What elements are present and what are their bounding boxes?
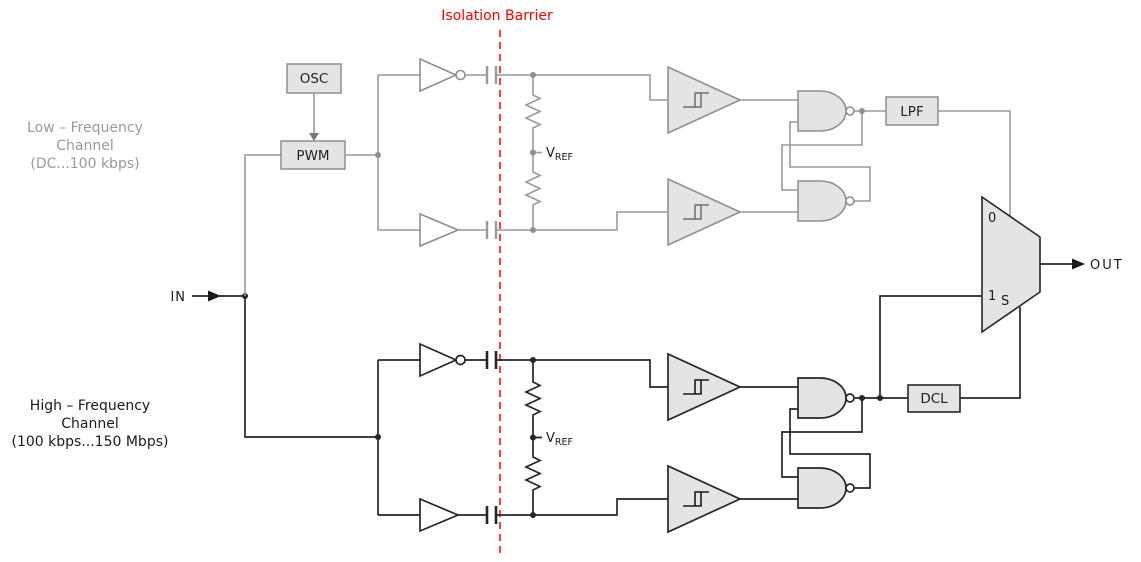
lpf-block-label: LPF: [900, 104, 923, 120]
hf-inverting-buffer: [419, 342, 459, 378]
junction-dot: [375, 434, 381, 440]
inverter-bubble-icon: [455, 354, 466, 366]
hf-schmitt-trigger-top: [667, 352, 743, 422]
hf-nand-gate-top: [797, 377, 847, 419]
mux-shape: [981, 195, 1041, 334]
hysteresis-icon: [683, 491, 709, 507]
nand-bubble-icon: [845, 196, 855, 206]
channel-captions: Low – Frequency Channel (DC...100 kbps) …: [12, 120, 169, 450]
dcl-block: [907, 384, 961, 413]
mux-select-label: S: [1001, 294, 1009, 309]
output-arrow-icon: [1072, 258, 1085, 270]
lf-buffer: [419, 212, 461, 248]
low-channel-caption-line1: Low – Frequency: [27, 120, 143, 136]
hf-buffer: [419, 497, 461, 533]
junction-dot: [530, 434, 536, 441]
inverter-bubble-icon: [455, 69, 466, 81]
lf-schmitt-trigger-bottom: [667, 177, 742, 247]
low-frequency-channel: OSC PWM VREF LPF: [244, 57, 1011, 296]
input-label: IN: [170, 290, 186, 305]
junction-dot: [530, 512, 536, 518]
junction-dot: [375, 152, 381, 158]
dcl-block-label: DCL: [920, 391, 948, 407]
lf-nand-gate-top: [797, 90, 847, 132]
lf-isolation-capacitor-icon: [485, 66, 498, 239]
hysteresis-icon: [683, 92, 709, 108]
hf-schmitt-trigger-bottom: [667, 464, 743, 534]
junction-dot: [530, 72, 536, 78]
junction-dot: [859, 395, 865, 401]
output-label: OUT: [1090, 258, 1124, 273]
low-channel-caption-line3: (DC...100 kbps): [30, 156, 139, 172]
hysteresis-icon: [683, 204, 709, 220]
lpf-block: [885, 96, 939, 126]
junction-dot: [530, 227, 536, 233]
hf-vref-label: VREF: [546, 431, 573, 448]
input-node: IN: [170, 290, 378, 438]
osc-to-pwm-arrow-icon: [309, 133, 319, 141]
junction-dot: [877, 395, 883, 401]
high-frequency-channel: VREF DCL: [375, 295, 1021, 534]
hysteresis-icon: [683, 379, 709, 395]
junction-dot: [859, 108, 865, 114]
high-channel-caption-line1: High – Frequency: [30, 398, 150, 414]
junction-dot: [530, 357, 536, 363]
high-channel-caption-line2: Channel: [61, 416, 118, 432]
pwm-block-label: PWM: [296, 148, 329, 164]
nand-bubble-icon: [845, 106, 855, 116]
low-channel-caption-line2: Channel: [56, 138, 113, 154]
mux-input0-label: 0: [988, 211, 996, 226]
lf-nand-gate-bottom: [797, 180, 847, 222]
hf-nand-gate-bottom: [797, 467, 847, 509]
nand-bubble-icon: [845, 393, 855, 403]
high-channel-caption-line3: (100 kbps...150 Mbps): [12, 434, 169, 450]
osc-block-label: OSC: [300, 71, 329, 87]
isolation-barrier-label: Isolation Barrier: [441, 8, 553, 24]
lf-input-stub-wire: [244, 154, 281, 296]
output-mux: 0 1 S: [981, 195, 1041, 334]
input-trunk-wire: [192, 295, 378, 438]
osc-block: [286, 63, 342, 94]
hf-isolation-capacitor-icon: [485, 351, 498, 524]
nand-bubble-icon: [845, 483, 855, 493]
lf-schmitt-trigger-top: [667, 65, 742, 135]
lf-vref-label: VREF: [546, 146, 573, 163]
lf-inverting-buffer: [419, 57, 458, 93]
mux-input1-label: 1: [988, 289, 996, 304]
input-arrow-icon: [208, 290, 221, 302]
output-node: OUT: [1040, 258, 1124, 273]
junction-dot: [530, 149, 536, 156]
isolation-barrier: Isolation Barrier: [441, 8, 553, 554]
